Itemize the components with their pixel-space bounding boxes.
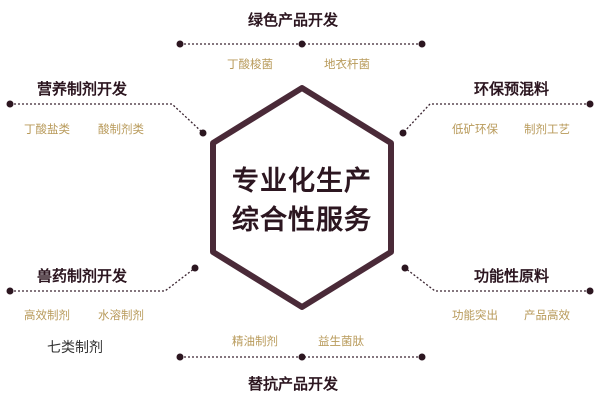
connector-dot [6, 287, 14, 295]
branch-top-item: 丁酸梭菌 [227, 57, 273, 71]
connector-top-right [402, 103, 590, 134]
branch-top-left-title: 营养制剂开发 [37, 80, 128, 98]
branch-bottom-title: 替抗产品开发 [248, 375, 339, 393]
branch-bottom-item: 精油制剂 [232, 334, 278, 348]
connector-dot [191, 264, 199, 272]
connector-bottom-left [10, 267, 196, 292]
branch-top-item: 地衣杆菌 [324, 57, 370, 71]
connector-dot [418, 353, 426, 361]
branch-bottom-left-item: 水溶制剂 [98, 308, 144, 322]
connector-dot [586, 287, 594, 295]
connector-top-left [10, 103, 204, 134]
center-title-line1: 专业化生产 [232, 166, 372, 197]
connector-dot [199, 129, 207, 137]
branch-top-right-item: 低矿环保 [452, 122, 498, 136]
branch-bottom-right-item: 产品高效 [524, 308, 570, 322]
branch-bottom-item: 益生菌肽 [318, 334, 364, 348]
branch-bottom-right-title: 功能性原料 [474, 267, 550, 285]
connector-dot [586, 100, 594, 108]
connector-dot [418, 40, 426, 48]
connector-dot [401, 264, 409, 272]
branch-top-left-item: 酸制剂类 [98, 122, 144, 136]
center-hexagon [210, 85, 394, 310]
connector-dot [176, 353, 184, 361]
branch-top-title: 绿色产品开发 [248, 11, 339, 29]
branch-bottom-left-item: 高效制剂 [24, 308, 70, 322]
connector-dot [176, 40, 184, 48]
branch-bottom-left-title: 兽药制剂开发 [37, 267, 128, 285]
branch-top-right-item: 制剂工艺 [524, 122, 570, 136]
connector-dot [6, 100, 14, 108]
connector-dot [298, 40, 306, 48]
connector-bottom-right [404, 267, 590, 292]
branch-top-left-item: 丁酸盐类 [24, 122, 70, 136]
branch-top-right-title: 环保预混料 [474, 80, 550, 98]
branch-bottom-left-note: 七类制剂 [47, 340, 103, 356]
center-title-line2: 综合性服务 [232, 205, 372, 236]
branch-bottom-right-item: 功能突出 [452, 308, 498, 322]
connector-dot [399, 129, 407, 137]
connector-dot [298, 353, 306, 361]
